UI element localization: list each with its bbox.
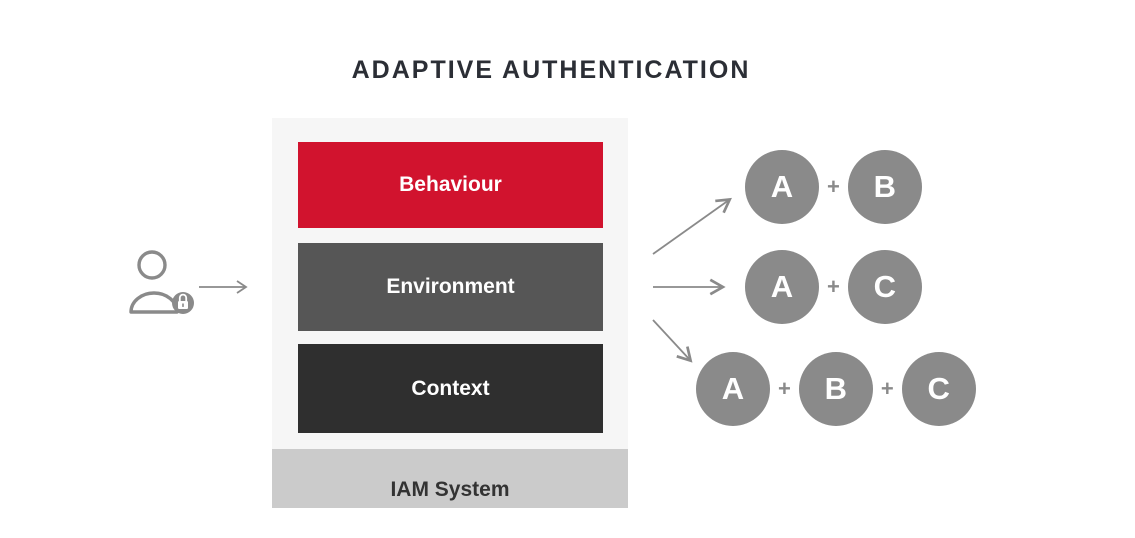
- arrow-right-icon: [199, 280, 248, 294]
- fan-arrow-top: [652, 197, 732, 255]
- factor-circle-a: A: [745, 250, 819, 324]
- factor-circle-c: C: [847, 250, 922, 324]
- layer-context-label: Context: [411, 376, 490, 400]
- layer-environment-label: Environment: [386, 275, 515, 298]
- fan-arrows: [652, 197, 732, 363]
- factor-circle-b: B: [798, 352, 873, 426]
- combination-row-ab: A + B: [745, 150, 922, 224]
- user-lock-icon: [129, 250, 194, 314]
- factor-circle-a: A: [696, 352, 770, 426]
- plus-sign: +: [880, 376, 894, 401]
- layer-behaviour-label: Behaviour: [399, 173, 502, 196]
- plus-sign: +: [778, 376, 791, 401]
- plus-sign: +: [827, 174, 840, 199]
- combination-row-abc: A + B + C: [696, 352, 976, 426]
- iam-system-label: IAM System: [390, 477, 510, 501]
- factor-circle-a: A: [745, 150, 819, 224]
- fan-arrow-bottom: [652, 319, 693, 363]
- iam-system-band: IAM System: [272, 449, 628, 508]
- page-title: ADAPTIVE AUTHENTICATION: [351, 56, 751, 84]
- combination-row-ac: A + C: [745, 250, 922, 324]
- lock-icon: [178, 293, 188, 302]
- factor-circle-b: B: [847, 150, 922, 224]
- layer-behaviour: Behaviour: [298, 142, 603, 228]
- plus-sign: +: [827, 274, 840, 299]
- layer-context: Context: [298, 344, 603, 433]
- layer-environment: Environment: [298, 243, 603, 331]
- factor-circle-c: C: [901, 352, 976, 426]
- auth-stack-panel: Behaviour Environment Context IAM System: [272, 118, 628, 508]
